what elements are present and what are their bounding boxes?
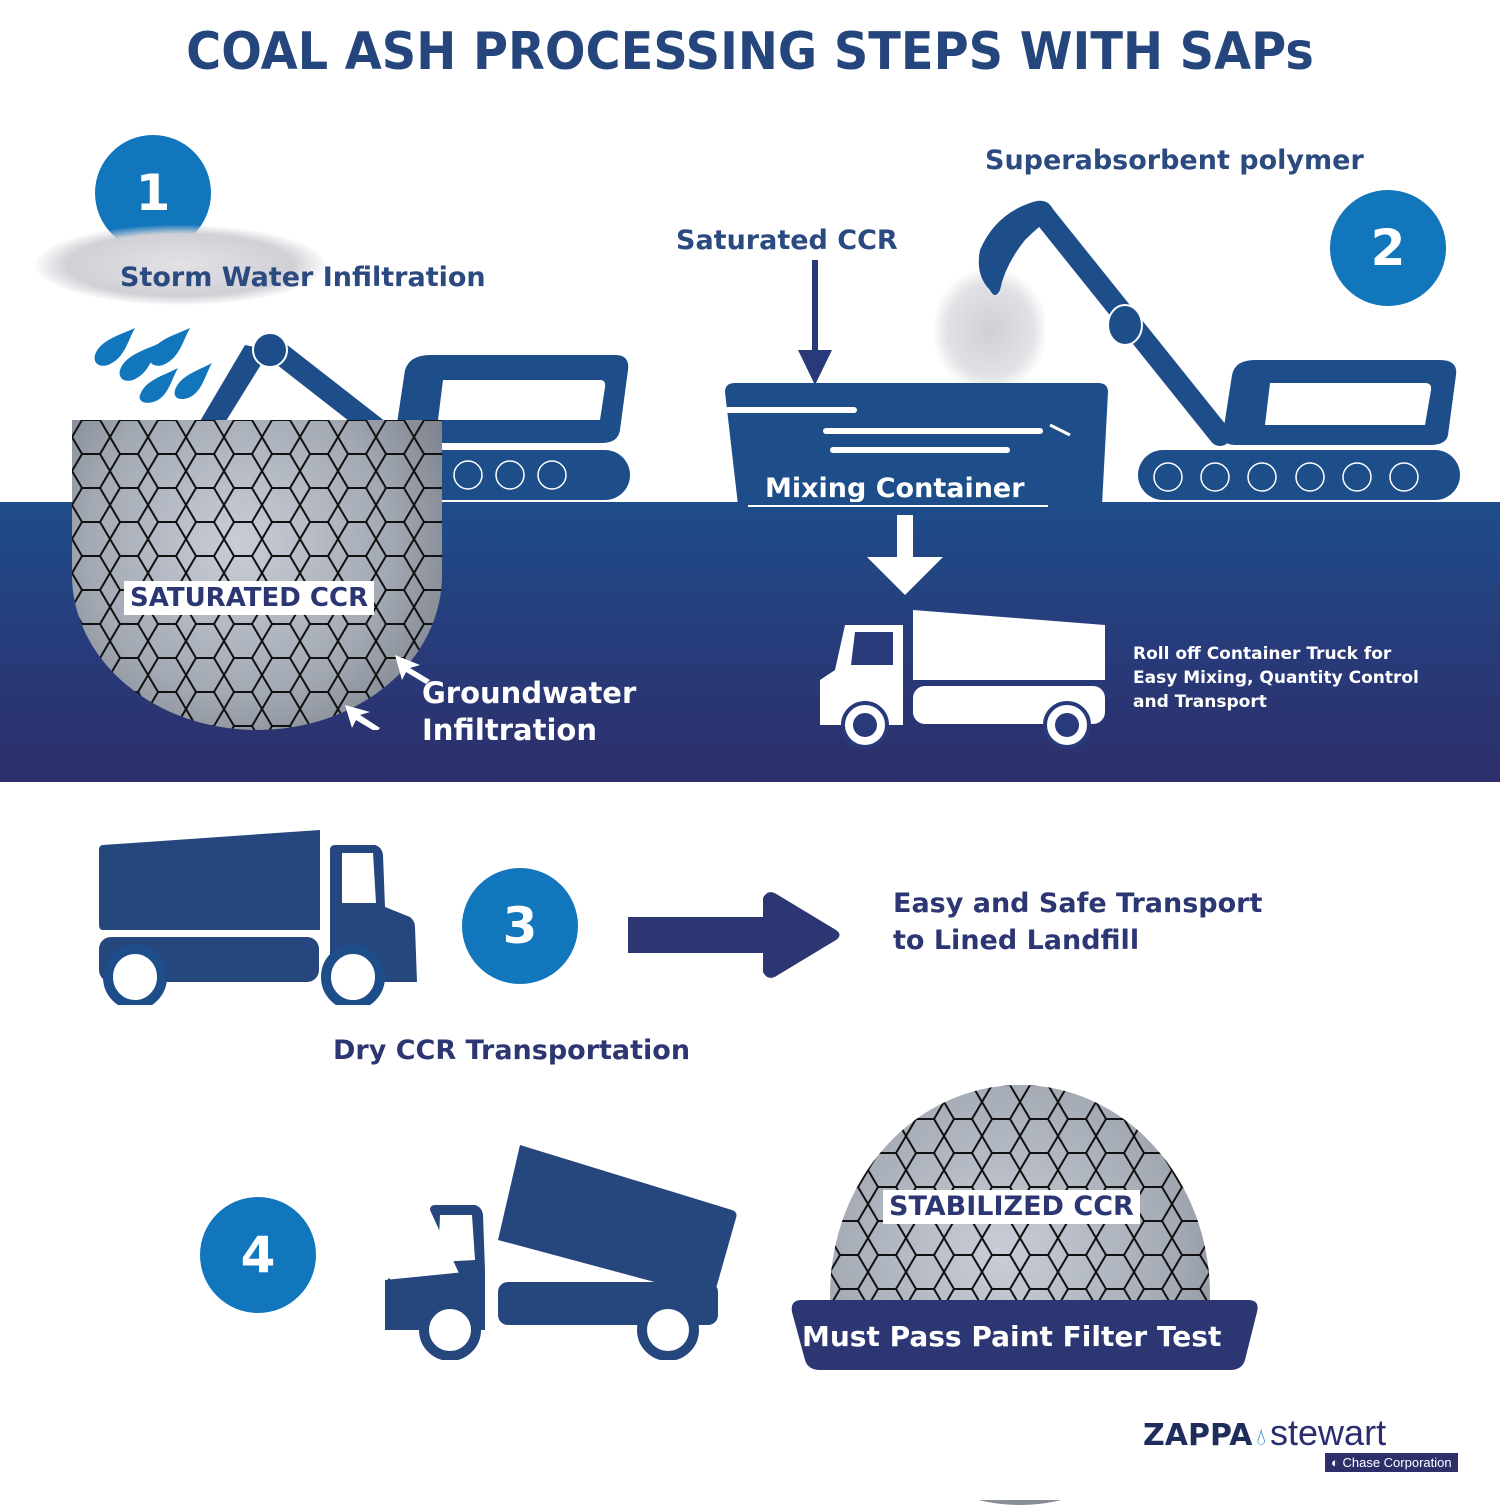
step-3-badge: 3 [462,868,578,984]
page-title: COAL ASH PROCESSING STEPS WITH SAPs [186,22,1314,82]
mixing-container-label: Mixing Container [765,473,1025,504]
step-4-badge: 4 [200,1197,316,1313]
dump-truck-icon [99,830,417,1005]
stabilized-ccr-tag: STABILIZED CCR [883,1190,1140,1224]
groundwater-line-2: Infiltration [422,713,597,747]
logo-brand-stewart: stewart [1270,1412,1387,1453]
logo-brand-zappa: ZAPPA [1143,1418,1253,1453]
paint-filter-label: Must Pass Paint Filter Test [802,1320,1222,1353]
step-2-badge: 2 [1330,190,1446,306]
storm-water-label: Storm Water Infiltration [120,262,486,293]
water-drop-icon: 💧︎ [1256,1423,1267,1451]
rolloff-note-line-3: and Transport [1133,692,1267,712]
dry-ccr-transport-label: Dry CCR Transportation [333,1035,691,1066]
rolloff-note-line-1: Roll off Container Truck for [1133,644,1392,664]
superabsorbent-polymer-label: Superabsorbent polymer [985,145,1364,176]
mixing-container-icon [725,383,1108,505]
groundwater-arrows-icon [345,655,430,730]
transport-label: Easy and Safe Transport to Lined Landfil… [893,885,1262,959]
rolloff-truck-icon [820,610,1105,749]
cobblestone-pattern [72,420,442,730]
step-1-number: 1 [135,164,171,222]
cloud-icon [35,225,325,305]
step-2-number: 2 [1370,219,1406,277]
tipping-dump-truck-icon [385,1145,737,1360]
chase-logo-icon: ◐ [1331,1455,1343,1470]
excavator-2-icon [978,200,1460,500]
transport-line-2: to Lined Landfill [893,925,1140,956]
saturated-ccr-tag: SATURATED CCR [124,581,375,615]
rolloff-note: Roll off Container Truck for Easy Mixing… [1133,642,1419,714]
groundwater-line-1: Groundwater [422,676,637,710]
divider-line [748,505,1048,507]
arrow-right-icon [628,892,840,978]
paint-filter-banner-shape [791,1300,1258,1370]
groundwater-label: Groundwater Infiltration [422,675,636,749]
chase-corporation-badge: ◐ Chase Corporation [1325,1453,1458,1472]
transport-line-1: Easy and Safe Transport [893,888,1263,919]
saturated-ccr-arrow-label: Saturated CCR [676,225,898,256]
arrow-down-white-icon [867,515,943,595]
saturated-ccr-pit [72,420,442,730]
logo: ZAPPA 💧︎ stewart [1143,1412,1386,1454]
rain-icon [94,328,212,403]
step-3-number: 3 [502,897,538,955]
step-4-number: 4 [240,1226,276,1284]
chase-corporation-label: Chase Corporation [1342,1455,1452,1470]
rolloff-note-line-2: Easy Mixing, Quantity Control [1133,668,1419,688]
arrow-down-icon [798,260,832,385]
